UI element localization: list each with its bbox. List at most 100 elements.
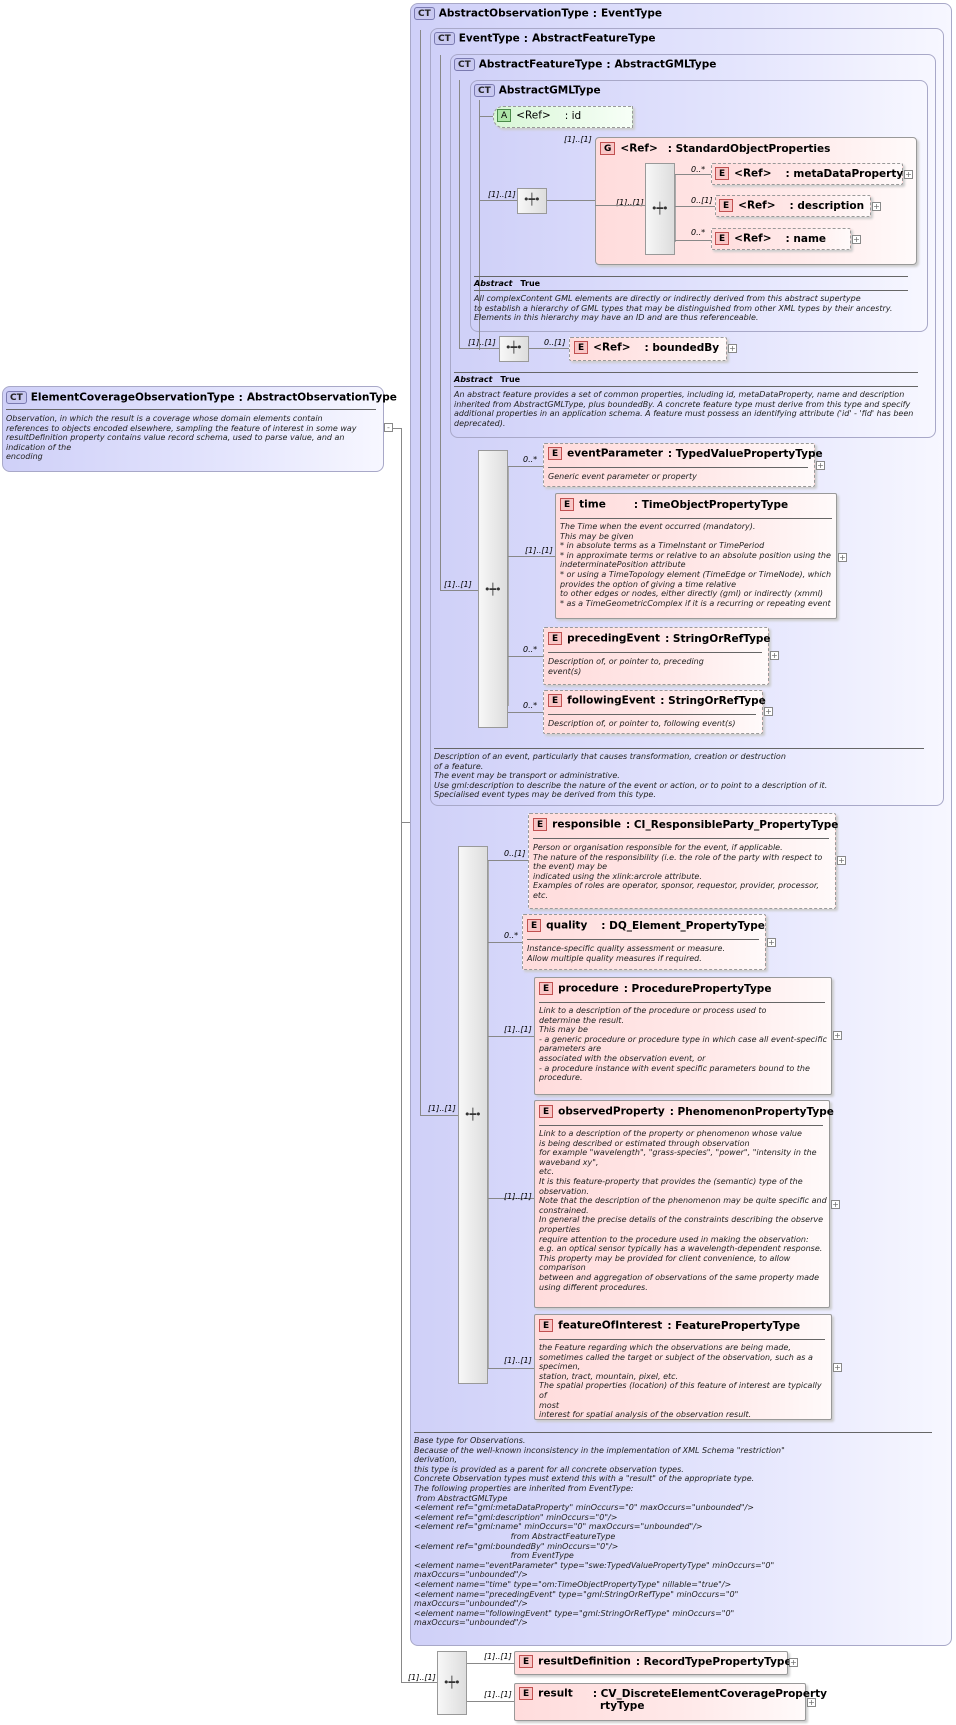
- expand-toggle[interactable]: +: [904, 170, 913, 179]
- cardinality: [1]..[1]: [484, 1690, 512, 1699]
- element-type: : StringOrRefType: [665, 632, 771, 645]
- element-type: : StringOrRefType: [660, 694, 766, 707]
- expand-toggle[interactable]: +: [789, 1658, 798, 1667]
- element-name: procedure: [558, 982, 619, 995]
- element-icon: E: [533, 818, 548, 831]
- expand-toggle[interactable]: +: [767, 938, 776, 947]
- expand-toggle[interactable]: -: [384, 423, 393, 432]
- id-attribute-label: A<Ref>: id: [497, 109, 581, 122]
- feature-of-interest-doc: the Feature regarding which the observat…: [539, 1343, 822, 1420]
- divider: [454, 386, 918, 387]
- responsible-doc: Person or organisation responsible for t…: [533, 843, 823, 900]
- expand-toggle[interactable]: +: [852, 235, 861, 244]
- element-type: : FeaturePropertyType: [667, 1319, 801, 1332]
- expand-toggle[interactable]: +: [833, 1363, 842, 1372]
- expand-toggle[interactable]: +: [807, 1698, 816, 1707]
- observed-property-doc: Link to a description of the property or…: [539, 1129, 827, 1292]
- sequence-compositor[interactable]: [437, 1651, 467, 1715]
- time-doc: The Time when the event occurred (mandat…: [560, 522, 832, 608]
- cardinality: 0..*: [504, 931, 519, 940]
- element-type: : ProcedurePropertyType: [623, 982, 772, 995]
- sequence-compositor[interactable]: [478, 450, 508, 728]
- element-icon: E: [548, 447, 563, 460]
- cardinality: [1]..[1]: [504, 1356, 532, 1365]
- cardinality: [1]..[1]: [504, 1192, 532, 1201]
- root-complex-type: [2, 386, 384, 472]
- divider: [527, 939, 759, 940]
- expand-toggle[interactable]: +: [816, 461, 825, 470]
- element-icon: E: [527, 919, 542, 932]
- sequence-compositor[interactable]: [458, 846, 488, 1384]
- attribute-icon: A: [497, 109, 512, 122]
- abstract-gml-doc: All complexContent GML elements are dire…: [474, 294, 893, 323]
- cardinality: [1]..[1]: [444, 580, 472, 589]
- expand-toggle[interactable]: +: [770, 651, 779, 660]
- sequence-icon: •┿•: [523, 193, 541, 206]
- expand-toggle[interactable]: +: [831, 1200, 840, 1209]
- cardinality: [1]..[1]: [504, 1025, 532, 1034]
- complex-type-icon: CT: [414, 7, 435, 20]
- divider: [548, 652, 762, 653]
- sequence-compositor[interactable]: [499, 336, 529, 362]
- type-base: EventType: [601, 7, 663, 20]
- cardinality: [1]..[1]: [616, 198, 644, 207]
- complex-type-icon: CT: [6, 391, 27, 404]
- root-type-base: AbstractObservationType: [246, 391, 397, 404]
- root-type-name: ElementCoverageObservationType: [30, 391, 235, 404]
- sequence-icon: •┿•: [464, 1108, 482, 1121]
- element-icon: E: [560, 498, 575, 511]
- element-name: : name: [785, 232, 827, 245]
- cardinality: [1]..[1]: [408, 1673, 436, 1682]
- cardinality: [1]..[1]: [525, 546, 553, 555]
- element-name: precedingEvent: [567, 632, 661, 645]
- following-event-doc: Description of, or pointer to, following…: [548, 719, 736, 728]
- event-type-doc: Description of an event, particularly th…: [434, 752, 828, 800]
- expand-toggle[interactable]: +: [764, 707, 773, 716]
- cardinality: 0..[1]: [544, 338, 566, 347]
- divider: [560, 518, 832, 519]
- element-icon: E: [548, 694, 563, 707]
- divider: [533, 838, 829, 839]
- type-name: AbstractFeatureType: [478, 58, 603, 71]
- element-name: quality: [546, 919, 588, 932]
- element-icon: E: [574, 341, 589, 354]
- sequence-compositor[interactable]: [645, 163, 675, 255]
- element-type: : CI_ResponsibleParty_PropertyType: [626, 818, 839, 831]
- ref-label: <Ref>: [734, 232, 772, 245]
- ref-label: <Ref>: [738, 199, 776, 212]
- expand-toggle[interactable]: +: [833, 1031, 842, 1040]
- element-name: observedProperty: [558, 1105, 665, 1118]
- feature-of-interest-element: [534, 1314, 832, 1420]
- group-header: G<Ref>: StandardObjectProperties: [600, 142, 830, 155]
- expand-toggle[interactable]: +: [728, 344, 737, 353]
- expand-toggle[interactable]: +: [838, 553, 847, 562]
- sequence-compositor[interactable]: [517, 188, 547, 214]
- preceding-event-doc: Description of, or pointer to, preceding…: [548, 657, 704, 676]
- cardinality: 0..*: [523, 645, 538, 654]
- preceding-event-element: [543, 627, 769, 685]
- result-definition-element: [514, 1651, 788, 1675]
- sequence-icon: •┿•: [484, 583, 502, 596]
- divider: [539, 1002, 825, 1003]
- type-name: EventType: [458, 32, 520, 45]
- cardinality: 0..[1]: [691, 196, 713, 205]
- ref-label: <Ref>: [620, 142, 658, 155]
- name-element: [711, 228, 851, 250]
- expand-toggle[interactable]: +: [837, 856, 846, 865]
- description-element: [715, 195, 871, 217]
- expand-toggle[interactable]: +: [872, 202, 881, 211]
- element-type: : DQ_Element_PropertyType: [601, 919, 765, 932]
- element-icon: E: [519, 1687, 534, 1700]
- element-icon: E: [519, 1655, 534, 1668]
- following-event-element: [543, 690, 763, 734]
- divider: [548, 714, 756, 715]
